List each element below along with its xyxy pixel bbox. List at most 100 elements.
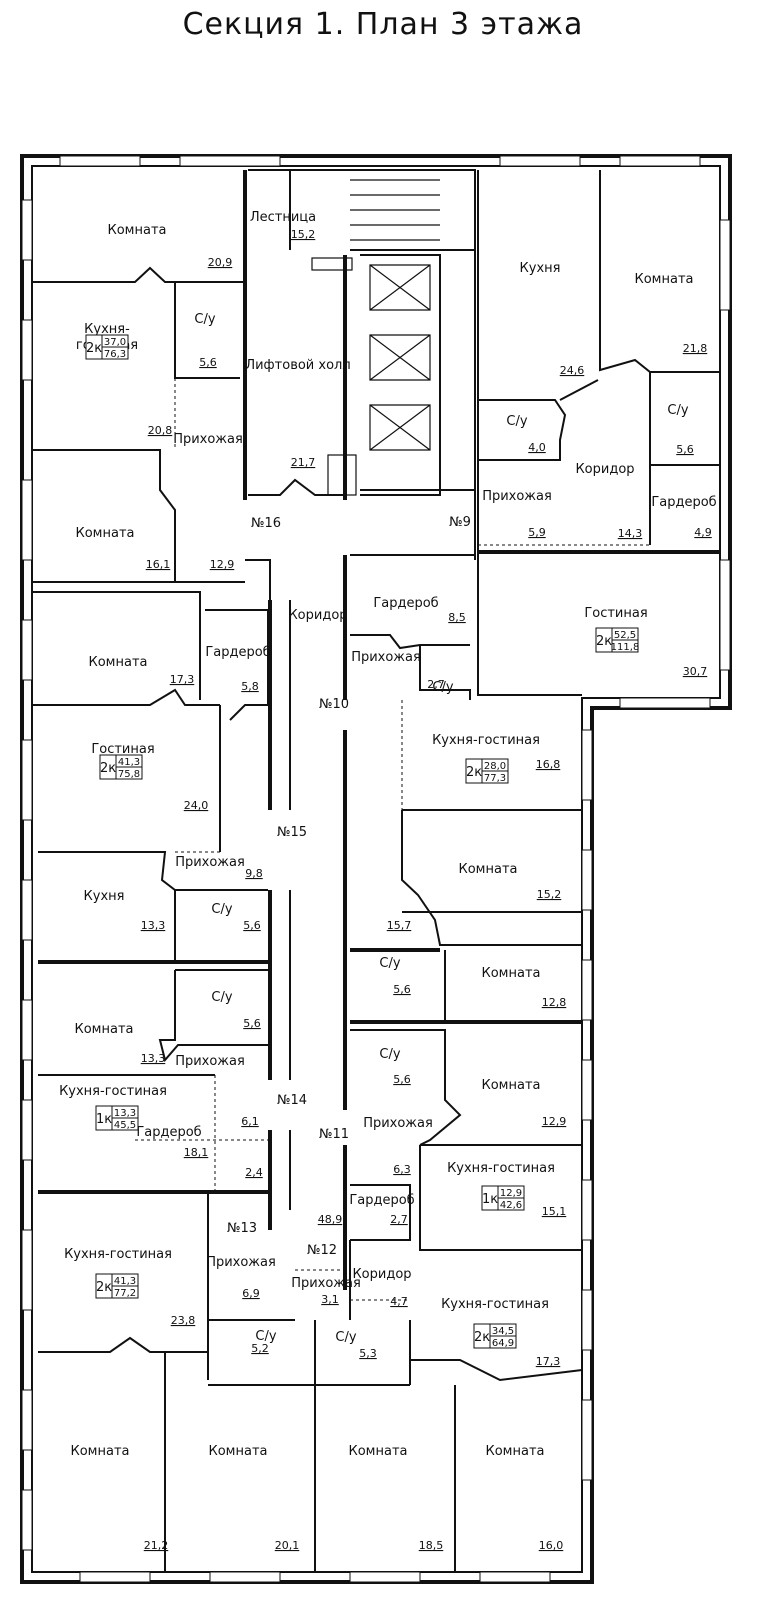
room-area: 5,6	[243, 1017, 261, 1030]
apartment-total-area: 77,3	[484, 773, 506, 784]
room-area: 23,8	[171, 1314, 196, 1327]
room-area: 5,2	[251, 1342, 269, 1355]
room-name: Прихожая	[206, 1255, 276, 1270]
apartment-type: 2к	[474, 1330, 490, 1345]
room-name: С/у	[379, 1047, 400, 1062]
room-name: Комната	[209, 1444, 268, 1459]
room-name: Коридор	[575, 462, 634, 477]
room-area: 24,0	[184, 799, 209, 812]
room-name: Комната	[482, 966, 541, 981]
room-area: 2,7	[390, 1213, 408, 1226]
room-area: 30,7	[683, 665, 708, 678]
room-area: 4,9	[694, 526, 712, 539]
room-area: 6,3	[393, 1163, 411, 1176]
apartment-number: №13	[227, 1221, 257, 1236]
apartment-number: №14	[277, 1093, 307, 1108]
room-name: Комната	[486, 1444, 545, 1459]
room-area: 3,1	[321, 1293, 339, 1306]
room-name: С/у	[667, 403, 688, 418]
room-area: 2,4	[245, 1166, 263, 1179]
room-area: 8,5	[448, 611, 466, 624]
room-area: 21,2	[144, 1539, 169, 1552]
apartment-type: 2к	[96, 1280, 112, 1295]
apartment-number: №11	[319, 1127, 349, 1142]
room-name: Комната	[75, 1022, 134, 1037]
room-area: 5,6	[243, 919, 261, 932]
apartment-type: 2к	[100, 761, 116, 776]
apartment-number: №9	[449, 515, 471, 530]
room-name: Кухня-гостиная	[432, 733, 540, 748]
room-area: 20,1	[275, 1539, 300, 1552]
room-area: 16,8	[536, 758, 561, 771]
apartment-total-area: 64,9	[492, 1338, 514, 1349]
room-name: Комната	[482, 1078, 541, 1093]
room-area: 17,3	[536, 1355, 561, 1368]
room-area: 15,2	[537, 888, 562, 901]
page-title: Секция 1. План 3 этажа	[183, 7, 584, 42]
apartment-total-area: 76,3	[104, 349, 126, 360]
windows	[21, 155, 731, 1583]
room-name: Комната	[349, 1444, 408, 1459]
apartment-living-area: 28,0	[484, 761, 506, 772]
room-area: 20,9	[208, 256, 233, 269]
apartment-total-area: 45,5	[114, 1120, 136, 1131]
room-name: С/у	[379, 956, 400, 971]
apartment-living-area: 41,3	[118, 757, 140, 768]
room-area: 18,1	[184, 1146, 209, 1159]
apartment-living-area: 13,3	[114, 1108, 136, 1119]
room-name: Прихожая	[363, 1116, 433, 1131]
room-name: С/у	[194, 312, 215, 327]
room-area: 48,9	[318, 1213, 343, 1226]
room-name: Комната	[459, 862, 518, 877]
apartment-number: №16	[251, 516, 281, 531]
room-area: 15,1	[542, 1205, 567, 1218]
room-area: 6,9	[242, 1287, 260, 1300]
outer-walls	[20, 154, 732, 1584]
room-name: С/у	[506, 414, 527, 429]
room-name: Комната	[108, 223, 167, 238]
room-area: 12,8	[542, 996, 567, 1009]
room-labels: Комната20,9Кухня-гостиная20,8С/у5,6Прихо…	[59, 210, 717, 1552]
room-area: 13,3	[141, 919, 166, 932]
room-name: Кухня-гостиная	[447, 1161, 555, 1176]
apartment-living-area: 52,5	[614, 630, 636, 641]
room-name: С/у	[335, 1330, 356, 1345]
room-area: 14,3	[618, 527, 643, 540]
room-name: С/у	[255, 1329, 276, 1344]
room-name: Коридор	[288, 608, 347, 623]
room-area: 18,5	[419, 1539, 444, 1552]
room-area: 12,9	[542, 1115, 567, 1128]
room-name: Комната	[635, 272, 694, 287]
apartment-number: №15	[277, 825, 307, 840]
room-area: 21,8	[683, 342, 708, 355]
room-name: Прихожая	[175, 1054, 245, 1069]
room-name: Кухня	[520, 261, 561, 276]
room-name: Прихожая	[482, 489, 552, 504]
apartment-living-area: 12,9	[500, 1188, 522, 1199]
apartment-type: 2к	[466, 765, 482, 780]
room-area: 6,1	[241, 1115, 259, 1128]
apartment-living-area: 34,5	[492, 1326, 514, 1337]
room-area: 17,3	[170, 673, 195, 686]
room-name: Прихожая	[175, 855, 245, 870]
room-area: 4,0	[528, 441, 546, 454]
room-area: 16,0	[539, 1539, 564, 1552]
room-area: 2,7	[427, 678, 445, 691]
room-name: С/у	[211, 990, 232, 1005]
apartment-type: 1к	[96, 1112, 112, 1127]
room-name: Прихожая	[351, 650, 421, 665]
apartment-total-area: 111,8	[611, 642, 640, 653]
apartment-total-area: 42,6	[500, 1200, 522, 1211]
room-name: Гардероб	[651, 495, 716, 510]
apartment-type: 2к	[596, 634, 612, 649]
room-area: 12,9	[210, 558, 235, 571]
room-area: 5,6	[199, 356, 217, 369]
